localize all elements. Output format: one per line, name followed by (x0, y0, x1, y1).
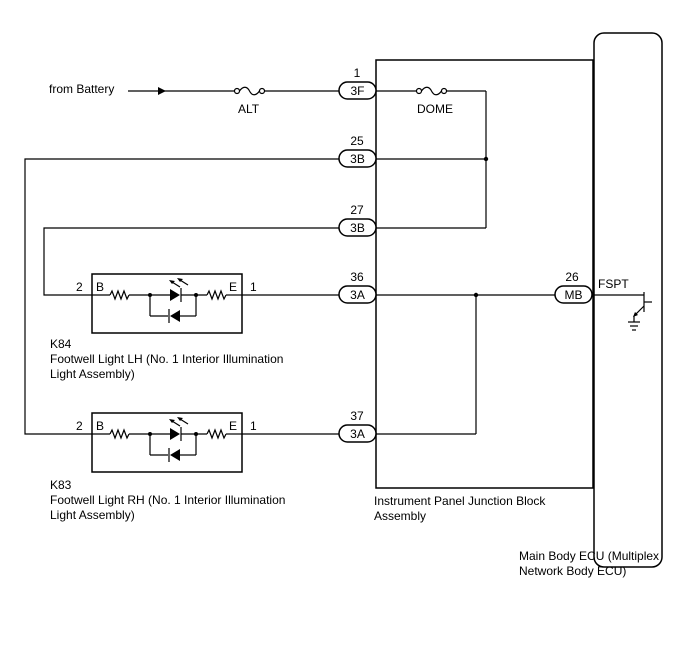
pin-number: 1 (354, 66, 361, 80)
light-rh-id: K83 (50, 478, 72, 492)
connector-code: 3B (350, 221, 365, 235)
junction-block-label-cont: Assembly (374, 509, 427, 523)
ecu-terminal-label: FSPT (598, 277, 629, 291)
main-body-ecu-box (593, 32, 663, 568)
connector-code: MB (565, 288, 583, 302)
pin-number: 37 (350, 409, 364, 423)
junction-block-label: Instrument Panel Junction Block (374, 494, 546, 508)
pin-number: 26 (565, 270, 579, 284)
junction-block-box (375, 59, 594, 489)
footwell-light-rh-icon (91, 412, 243, 473)
light-terminal-e: E (229, 280, 237, 294)
circuit-wires (24, 158, 555, 435)
light-lh-name: Footwell Light LH (No. 1 Interior Illumi… (50, 352, 284, 366)
light-terminal-e: E (229, 419, 237, 433)
ground-icon (593, 292, 652, 331)
ecu-label: Main Body ECU (Multiplex (519, 549, 660, 563)
light-terminal-b: B (96, 280, 104, 294)
light-pin-left: 2 (76, 419, 83, 433)
light-rh-name: Footwell Light RH (No. 1 Interior Illumi… (50, 493, 286, 507)
connector-code: 3A (350, 427, 365, 441)
light-lh-name-cont: Light Assembly) (50, 367, 135, 381)
connector-3f (338, 81, 377, 100)
light-pin-right: 1 (250, 419, 257, 433)
ecu-label-cont: Network Body ECU) (519, 564, 627, 578)
pin-number: 27 (350, 203, 364, 217)
connector-3b-25 (338, 149, 377, 168)
battery-source-label: from Battery (49, 82, 114, 96)
battery-feed-wire (128, 87, 339, 95)
light-pin-left: 2 (76, 280, 83, 294)
light-lh-id: K84 (50, 337, 72, 351)
connector-code: 3B (350, 152, 365, 166)
light-pin-right: 1 (250, 280, 257, 294)
dome-fuse-label: DOME (417, 102, 453, 116)
light-terminal-b: B (96, 419, 104, 433)
connector-3b-27 (338, 218, 377, 237)
light-rh-name-cont: Light Assembly) (50, 508, 135, 522)
pin-number: 36 (350, 270, 364, 284)
alt-fuse-icon (233, 86, 266, 96)
connector-code: 3F (350, 84, 364, 98)
connector-3a-36 (338, 285, 377, 304)
connector-code: 3A (350, 288, 365, 302)
footwell-light-lh-icon (91, 273, 243, 334)
connector-mb (554, 285, 593, 304)
pin-number: 25 (350, 134, 364, 148)
alt-fuse-label: ALT (238, 102, 260, 116)
connector-3a-37 (338, 424, 377, 443)
